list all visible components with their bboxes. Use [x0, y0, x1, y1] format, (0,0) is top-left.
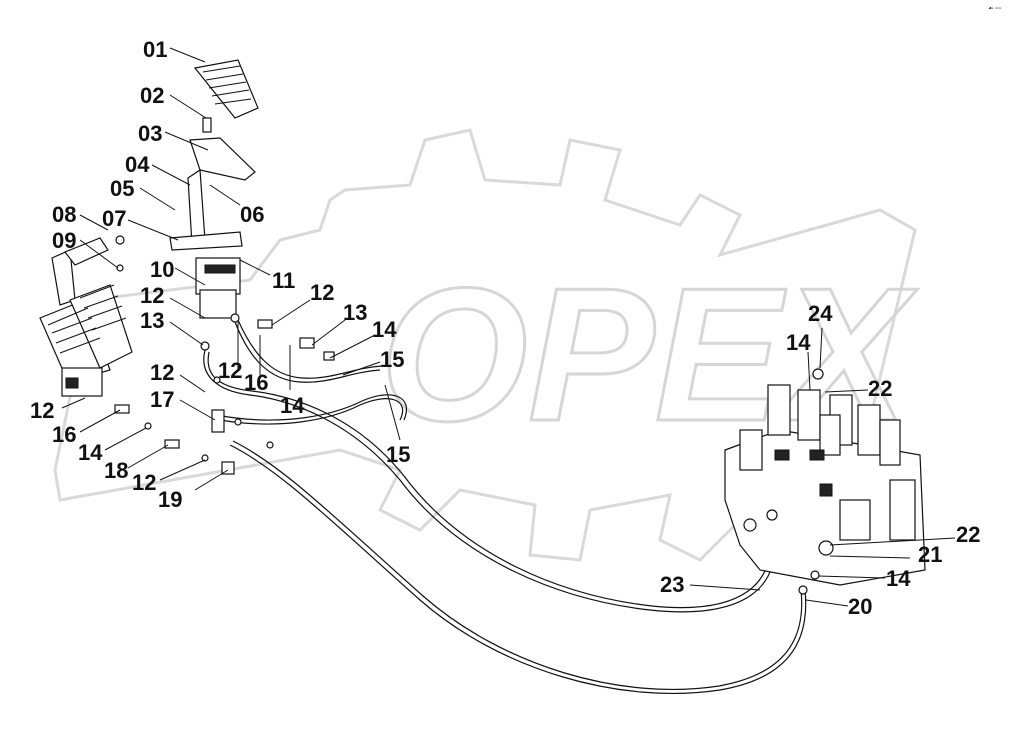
- callout-14a: 14: [372, 317, 397, 342]
- callout-11: 11: [272, 268, 295, 293]
- callout-17: 17: [150, 387, 174, 412]
- callout-13b: 13: [343, 300, 367, 325]
- callout-16a: 16: [244, 370, 268, 395]
- callout-04: 04: [125, 152, 150, 177]
- callout-12e: 12: [30, 398, 54, 423]
- callout-labels: 01 02 03 04 05 06 07 08 09 10 11 12 12 1…: [30, 37, 980, 619]
- callout-20: 20: [848, 594, 872, 619]
- callout-09: 09: [52, 228, 76, 253]
- callout-18: 18: [104, 458, 128, 483]
- hydraulic-hoses: [203, 319, 807, 695]
- callout-13a: 13: [140, 308, 164, 333]
- callout-06: 06: [240, 202, 264, 227]
- callout-15b: 15: [386, 442, 410, 467]
- callout-22b: 22: [956, 522, 980, 547]
- callout-01: 01: [143, 37, 167, 62]
- callout-02: 02: [140, 83, 164, 108]
- main-control-valve: [724, 368, 926, 595]
- callout-14b: 14: [280, 393, 305, 418]
- callout-14e: 14: [886, 566, 911, 591]
- travel-pedals: [39, 235, 133, 397]
- leader-lines: [61, 47, 956, 607]
- callout-14c: 14: [78, 440, 103, 465]
- callout-12f: 12: [132, 470, 156, 495]
- callout-05: 05: [110, 176, 134, 201]
- callout-23: 23: [660, 572, 684, 597]
- fittings: [114, 319, 335, 475]
- callout-10: 10: [150, 257, 174, 282]
- callout-12d: 12: [150, 360, 174, 385]
- callout-19: 19: [158, 487, 182, 512]
- callout-16b: 16: [52, 422, 76, 447]
- callout-12b: 12: [310, 280, 334, 305]
- accelerator-pedal: [169, 59, 259, 251]
- callout-24: 24: [808, 301, 833, 326]
- callout-03: 03: [138, 121, 162, 146]
- callout-07: 07: [102, 206, 126, 231]
- callout-12c: 12: [218, 358, 242, 383]
- callout-12a: 12: [140, 283, 164, 308]
- corner-mark: ☙ ▫▫▫: [988, 6, 1001, 12]
- callout-14d: 14: [786, 330, 811, 355]
- callout-15a: 15: [380, 347, 404, 372]
- callout-22a: 22: [868, 376, 892, 401]
- callout-08: 08: [52, 202, 76, 227]
- callout-21: 21: [918, 542, 942, 567]
- pilot-valve-block: [195, 257, 241, 351]
